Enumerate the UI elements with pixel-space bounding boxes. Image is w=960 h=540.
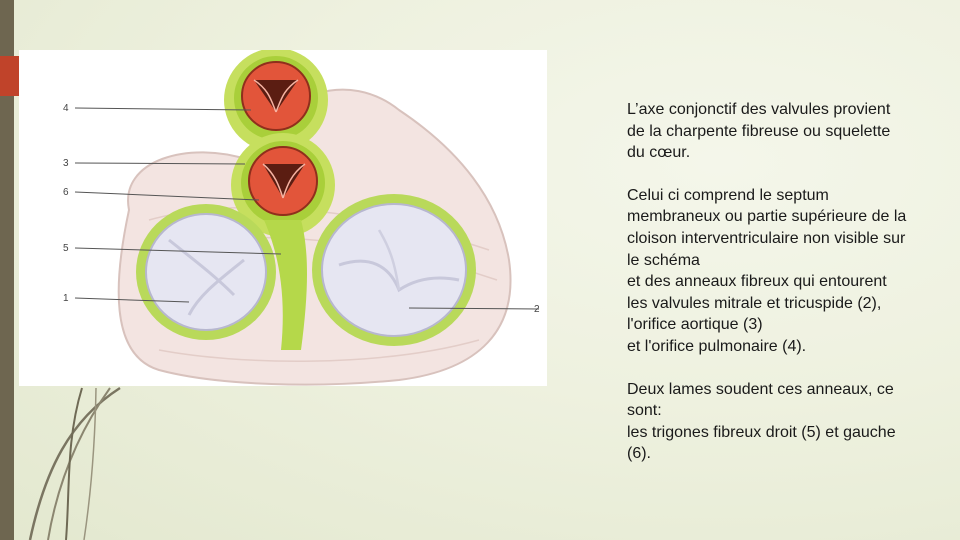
text-line: les trigones fibreux droit (5) et gauche	[627, 423, 896, 441]
aortic-valve	[231, 133, 335, 237]
heart-skeleton-drawing: 4 3 6 5 1 2	[63, 50, 540, 386]
text-line: le schéma	[627, 251, 700, 269]
figure-label-3: 3	[63, 158, 69, 169]
text-line: membraneux ou partie supérieure de la	[627, 208, 907, 226]
text-line: et des anneaux fibreux qui entourent	[627, 273, 887, 291]
slide-text: L’axe conjonctif des valvules provient d…	[627, 99, 945, 486]
figure-label-1: 1	[63, 293, 69, 304]
slide-accent-tab	[0, 56, 19, 96]
figure-label-6: 6	[63, 187, 69, 198]
figure-label-4: 4	[63, 103, 69, 114]
figure-label-2: 2	[534, 304, 540, 315]
slide-left-bar	[0, 0, 14, 540]
paragraph-trigones: Deux lames soudent ces anneaux, ce sont:…	[627, 379, 945, 465]
fibrous-trigone	[264, 220, 307, 350]
text-line: et l'orifice pulmonaire (4).	[627, 337, 807, 355]
tricuspid-valve	[136, 204, 276, 340]
paragraph-origin: L’axe conjonctif des valvules provient d…	[627, 99, 945, 164]
text-line: (6).	[627, 445, 651, 463]
text-line: du cœur.	[627, 144, 691, 162]
heart-valves-illustration: 4 3 6 5 1 2	[19, 50, 547, 386]
text-line: l'orifice aortique (3)	[627, 316, 763, 334]
text-line: cloison interventriculaire non visible s…	[627, 229, 906, 247]
mitral-valve	[312, 194, 476, 346]
text-line: Deux lames soudent ces anneaux, ce	[627, 380, 894, 398]
text-line: sont:	[627, 402, 662, 420]
text-line: de la charpente fibreuse ou squelette	[627, 122, 891, 140]
text-line: Celui ci comprend le septum	[627, 186, 829, 204]
figure-label-5: 5	[63, 243, 69, 254]
text-line: L’axe conjonctif des valvules provient	[627, 101, 891, 118]
paragraph-composition: Celui ci comprend le septum membraneux o…	[627, 185, 945, 358]
text-line: les valvules mitrale et tricuspide (2),	[627, 294, 882, 312]
pulmonary-valve	[224, 50, 328, 152]
